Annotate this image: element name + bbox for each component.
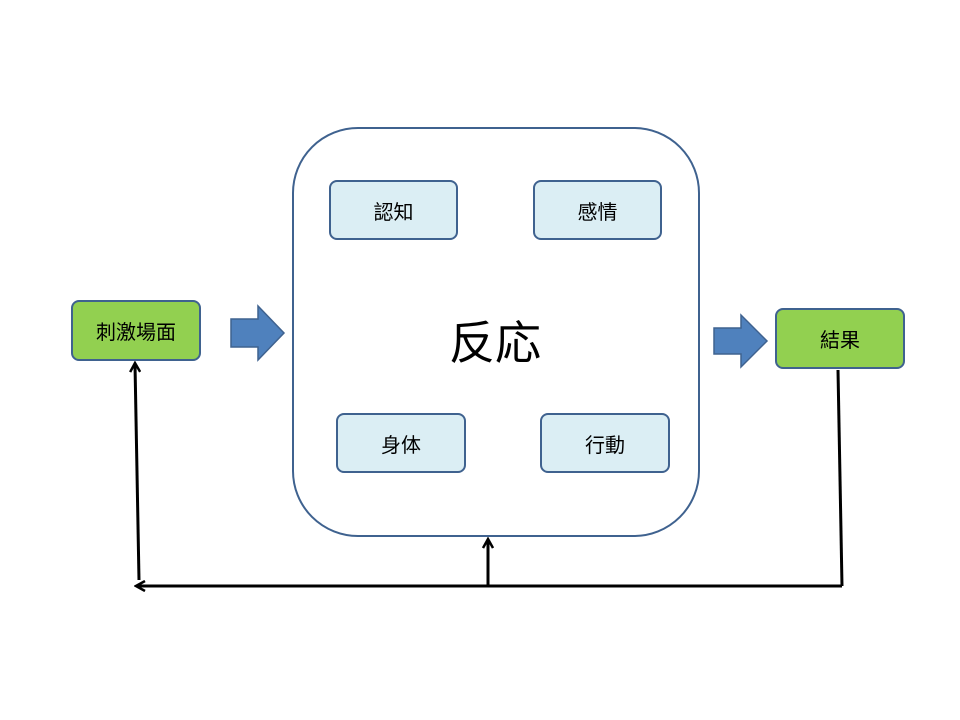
feedback-line-from-result [836, 369, 844, 587]
emotion-box: 感情 [533, 180, 662, 240]
block-arrow-response-to-result [713, 313, 769, 369]
result-box: 結果 [775, 308, 905, 369]
feedback-line-to-stimulus [135, 364, 139, 581]
cognition-box: 認知 [329, 180, 458, 240]
stimulus-box: 刺激場面 [71, 300, 201, 361]
body-box: 身体 [336, 413, 466, 473]
response-label: 反応 [449, 316, 541, 370]
block-arrow-stimulus-to-response [230, 304, 286, 362]
behavior-box: 行動 [540, 413, 670, 473]
